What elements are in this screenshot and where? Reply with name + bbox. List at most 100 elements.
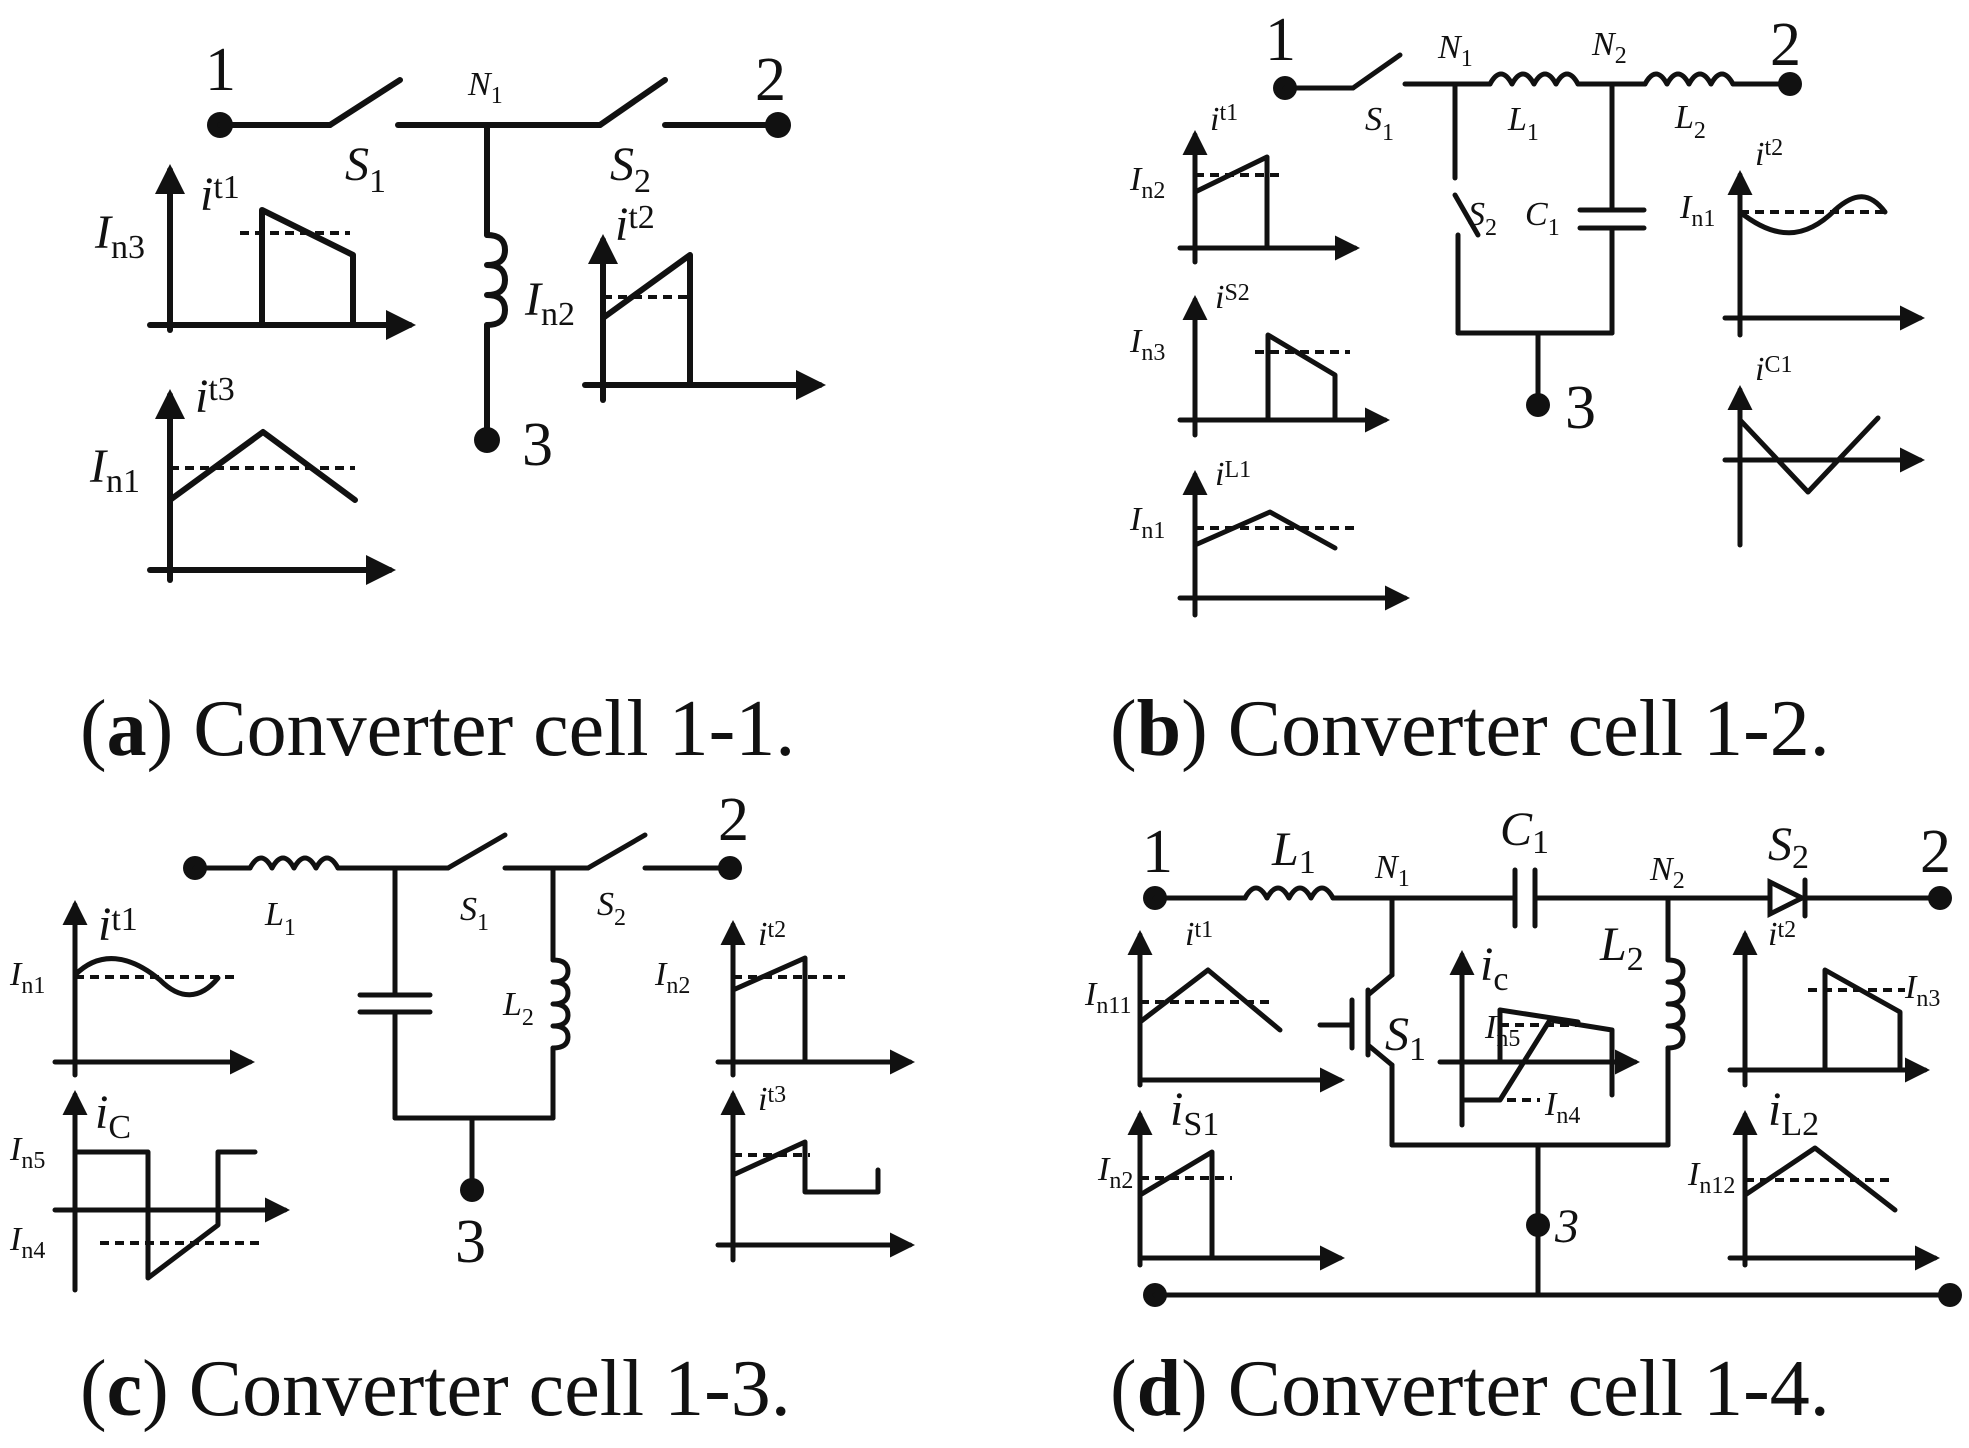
ic-label: ic	[1480, 938, 1508, 998]
inductor-l1	[1242, 885, 1336, 901]
inductor-l1	[247, 855, 341, 871]
inductor-l1-label: L1	[264, 896, 296, 941]
port-1-label: 1	[1142, 818, 1173, 886]
inductor	[484, 232, 508, 328]
in3-label: In3	[1904, 969, 1940, 1012]
node-n1-label: N1	[1374, 849, 1410, 892]
inductor-l2-label: L2	[502, 986, 534, 1031]
inductor-l2	[550, 957, 571, 1051]
inductor-l1	[1487, 71, 1581, 87]
port-2-label: 2	[718, 786, 749, 854]
switch-s1-label: S1	[460, 891, 489, 936]
igbt-s1-label: S1	[1385, 1008, 1426, 1068]
port-3-label: 3	[522, 411, 553, 479]
caption-a: (a) Converter cell 1-1.	[80, 685, 795, 773]
waveform-is2	[1177, 295, 1390, 438]
waveform-it2	[1727, 930, 1930, 1088]
node-n2-label: N2	[1649, 851, 1685, 894]
it1-label: it1	[1210, 100, 1238, 138]
diode-s2	[1767, 877, 1808, 919]
waveform-trace	[72, 1149, 258, 1281]
switch-s1	[1350, 52, 1403, 91]
return-terminal-right	[1938, 1283, 1962, 1307]
waveform-ic	[1437, 950, 1640, 1128]
port-1-label: 1	[205, 36, 236, 104]
in1-label: In1	[9, 956, 45, 999]
inductor-l1-label: L1	[1271, 823, 1316, 881]
waveform-trace	[259, 207, 356, 328]
waveform-trace	[600, 252, 693, 388]
waveform-trace	[1192, 509, 1338, 551]
capacitor-c1-label: C1	[1525, 196, 1560, 241]
waveform-trace	[72, 956, 221, 998]
node-n1-label: N1	[1437, 29, 1473, 72]
il1-label: iL1	[1215, 456, 1251, 493]
switch-s1	[327, 77, 403, 128]
ic1-label: iC1	[1755, 351, 1792, 388]
waveform-it1	[147, 164, 416, 340]
panel-c: 2 3 L1 S1 S2 L2 it1 In1 iC In5 In4 it2	[9, 786, 915, 1433]
panel-b-circuit	[1273, 52, 1802, 417]
il2-label: iL2	[1768, 1083, 1819, 1143]
waveform-trace	[1737, 194, 1888, 236]
waveform-il1	[1177, 470, 1410, 618]
it3-label: it3	[195, 370, 235, 423]
inductor-l1-label: L1	[1507, 101, 1539, 146]
port-2-label: 2	[1920, 818, 1951, 886]
it2-label: it2	[1755, 135, 1783, 173]
inductor-l2	[1642, 71, 1736, 87]
waveform-is1	[1127, 1110, 1345, 1271]
ic-label: iC	[95, 1086, 131, 1146]
caption-d: (d) Converter cell 1-4.	[1110, 1345, 1830, 1433]
panel-d: 1 2 3 L1 N1 C1 N2 S2 S1 L2 it1 In11 ic I…	[1084, 803, 1962, 1433]
switch-s1-label: S1	[345, 138, 386, 200]
port-3-terminal	[460, 1178, 484, 1202]
switch-s2	[597, 77, 668, 128]
inductor-l2	[1665, 957, 1686, 1051]
in5-label: In5	[1484, 1009, 1520, 1052]
waveform-it1	[1127, 930, 1345, 1093]
it1-label: it1	[98, 898, 138, 951]
waveform-it1	[52, 900, 255, 1078]
switch-s1-label: S1	[1365, 101, 1394, 146]
wire	[1365, 972, 1395, 998]
panel-d-circuit	[1143, 867, 1962, 1307]
port-3-terminal	[1526, 1213, 1550, 1237]
port-2-terminal	[1778, 72, 1802, 96]
port-2-terminal	[718, 856, 742, 880]
switch-s2	[1452, 192, 1481, 238]
waveform-il2	[1727, 1110, 1940, 1271]
waveform-it2	[715, 920, 915, 1078]
wire	[1365, 1042, 1395, 1068]
port-3-terminal	[1526, 393, 1550, 417]
in3-label: In3	[94, 206, 145, 266]
waveform-trace	[730, 955, 808, 1065]
it1-label: it1	[200, 168, 240, 221]
node-n1-label: N1	[467, 66, 503, 109]
waveform-it2	[582, 234, 826, 403]
waveform-trace	[1822, 967, 1903, 1073]
waveform-it3	[147, 389, 396, 585]
port-1-label: 1	[1265, 6, 1296, 74]
panel-a-circuit	[207, 77, 791, 453]
in12-label: In12	[1687, 1156, 1735, 1199]
port-3-label: 3	[1565, 374, 1596, 442]
in2-label: In2	[1129, 161, 1165, 204]
it1-label: it1	[1185, 916, 1213, 953]
in3-label: In3	[1129, 323, 1165, 366]
panel-b: 1 2 3 N1 N2 S1 L1 L2 S2 C1 it1 In2 iS2 I…	[1110, 6, 1925, 773]
port-2-label: 2	[1770, 11, 1801, 79]
waveform-trace	[1137, 967, 1283, 1033]
in11-label: In11	[1084, 976, 1131, 1019]
switch-s2-label: S2	[1468, 196, 1497, 241]
waveform-trace	[1265, 332, 1338, 423]
panel-a: 1 2 3 N1 S1 S2 it1 In3 it2 In2 it3 In1	[80, 36, 826, 773]
port-2-terminal	[765, 112, 791, 138]
waveform-it2	[1722, 170, 1925, 338]
switch-s1	[445, 832, 508, 871]
waveform-trace	[730, 1139, 881, 1195]
switch-s2	[585, 832, 648, 871]
panel-c-circuit	[183, 832, 742, 1202]
